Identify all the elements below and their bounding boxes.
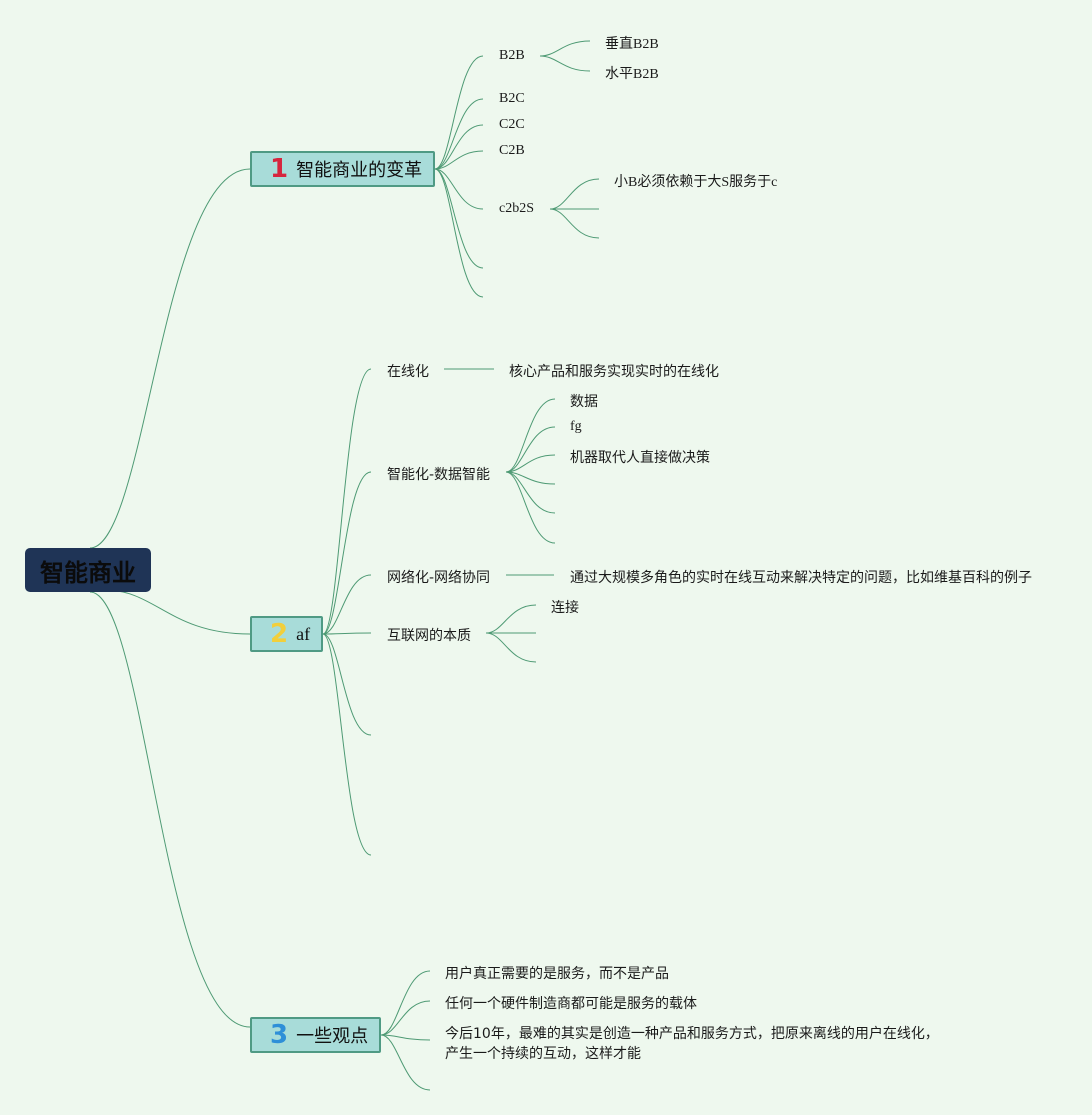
- connector-line: [505, 426, 556, 473]
- connector-line: [505, 471, 556, 544]
- number-badge-icon: 3: [270, 1020, 289, 1050]
- subtopic-vertical-b2b[interactable]: 垂直B2B: [605, 37, 659, 52]
- subtopic-fg[interactable]: fg: [570, 419, 582, 434]
- topic-b2c[interactable]: B2C: [499, 91, 525, 106]
- topic-internet-essence[interactable]: 互联网的本质: [387, 628, 471, 644]
- connector-line: [322, 633, 372, 736]
- connector-line: [434, 55, 484, 170]
- subtopic-online-core[interactable]: 核心产品和服务实现实时的在线化: [509, 364, 719, 380]
- connector-line: [104, 589, 251, 635]
- subtopic-horizontal-b2b[interactable]: 水平B2B: [605, 67, 659, 82]
- topic-viewpoint-2[interactable]: 任何一个硬件制造商都可能是服务的载体: [445, 996, 697, 1012]
- connector-line: [434, 98, 484, 170]
- connector-line: [322, 633, 372, 856]
- connector-line: [549, 208, 600, 239]
- connector-line: [539, 40, 591, 57]
- connector-line: [380, 1034, 431, 1041]
- connector-line: [549, 178, 600, 210]
- connector-line: [505, 398, 556, 473]
- connector-line: [89, 168, 251, 549]
- connector-line: [380, 970, 431, 1036]
- topic-c2b[interactable]: C2B: [499, 143, 525, 158]
- connector-line: [322, 632, 372, 635]
- connector-line: [485, 604, 537, 634]
- root-title: 智能商业: [40, 558, 136, 587]
- connector-line: [322, 471, 372, 635]
- topic-viewpoint-1[interactable]: 用户真正需要的是服务，而不是产品: [445, 966, 669, 982]
- topic-intelligence[interactable]: 智能化-数据智能: [387, 467, 491, 483]
- connector-line: [505, 471, 556, 514]
- connector-line: [505, 454, 556, 473]
- connector-line: [434, 150, 484, 170]
- root-node[interactable]: 智能商业: [25, 548, 151, 592]
- connector-line: [380, 1034, 431, 1091]
- connector-line: [89, 591, 251, 1028]
- subtopic-connect[interactable]: 连接: [551, 600, 579, 616]
- connector-lines: [89, 40, 600, 1091]
- topic-network[interactable]: 网络化-网络协同: [387, 570, 491, 586]
- topic-viewpoint-3-cont[interactable]: 产生一个持续的互动，这样才能: [445, 1046, 641, 1062]
- connector-line: [539, 55, 591, 72]
- connector-line: [434, 168, 484, 269]
- branch-label: 一些观点: [296, 1026, 369, 1047]
- branch-node-2[interactable]: 2 af: [250, 616, 323, 652]
- number-badge-icon: 2: [270, 619, 289, 649]
- topic-online[interactable]: 在线化: [387, 364, 429, 380]
- branch-label: af: [296, 623, 311, 644]
- connector-line: [322, 368, 372, 635]
- branch-node-1[interactable]: 1 智能商业的变革: [250, 151, 435, 187]
- topic-c2c[interactable]: C2C: [499, 117, 525, 132]
- branch-node-3[interactable]: 3 一些观点: [250, 1017, 381, 1053]
- topic-viewpoint-3[interactable]: 今后10年，最难的其实是创造一种产品和服务方式，把原来离线的用户在线化，: [445, 1026, 939, 1042]
- connector-line: [434, 168, 484, 210]
- connector-line: [322, 574, 372, 635]
- subtopic-network-collab[interactable]: 通过大规模多角色的实时在线互动来解决特定的问题，比如维基百科的例子: [570, 570, 1032, 586]
- topic-b2b[interactable]: B2B: [499, 48, 525, 63]
- connector-line: [380, 1000, 431, 1036]
- number-badge-icon: 1: [270, 154, 289, 184]
- subtopic-small-b[interactable]: 小B必须依赖于大S服务于c: [614, 175, 778, 190]
- connector-line: [505, 471, 556, 485]
- branch-label: 智能商业的变革: [296, 160, 423, 181]
- subtopic-machine-decision[interactable]: 机器取代人直接做决策: [570, 450, 710, 466]
- topic-c2b2s[interactable]: c2b2S: [499, 201, 534, 216]
- connector-line: [434, 168, 484, 298]
- connector-line: [485, 632, 537, 663]
- subtopic-data[interactable]: 数据: [570, 394, 598, 410]
- connector-line: [434, 124, 484, 170]
